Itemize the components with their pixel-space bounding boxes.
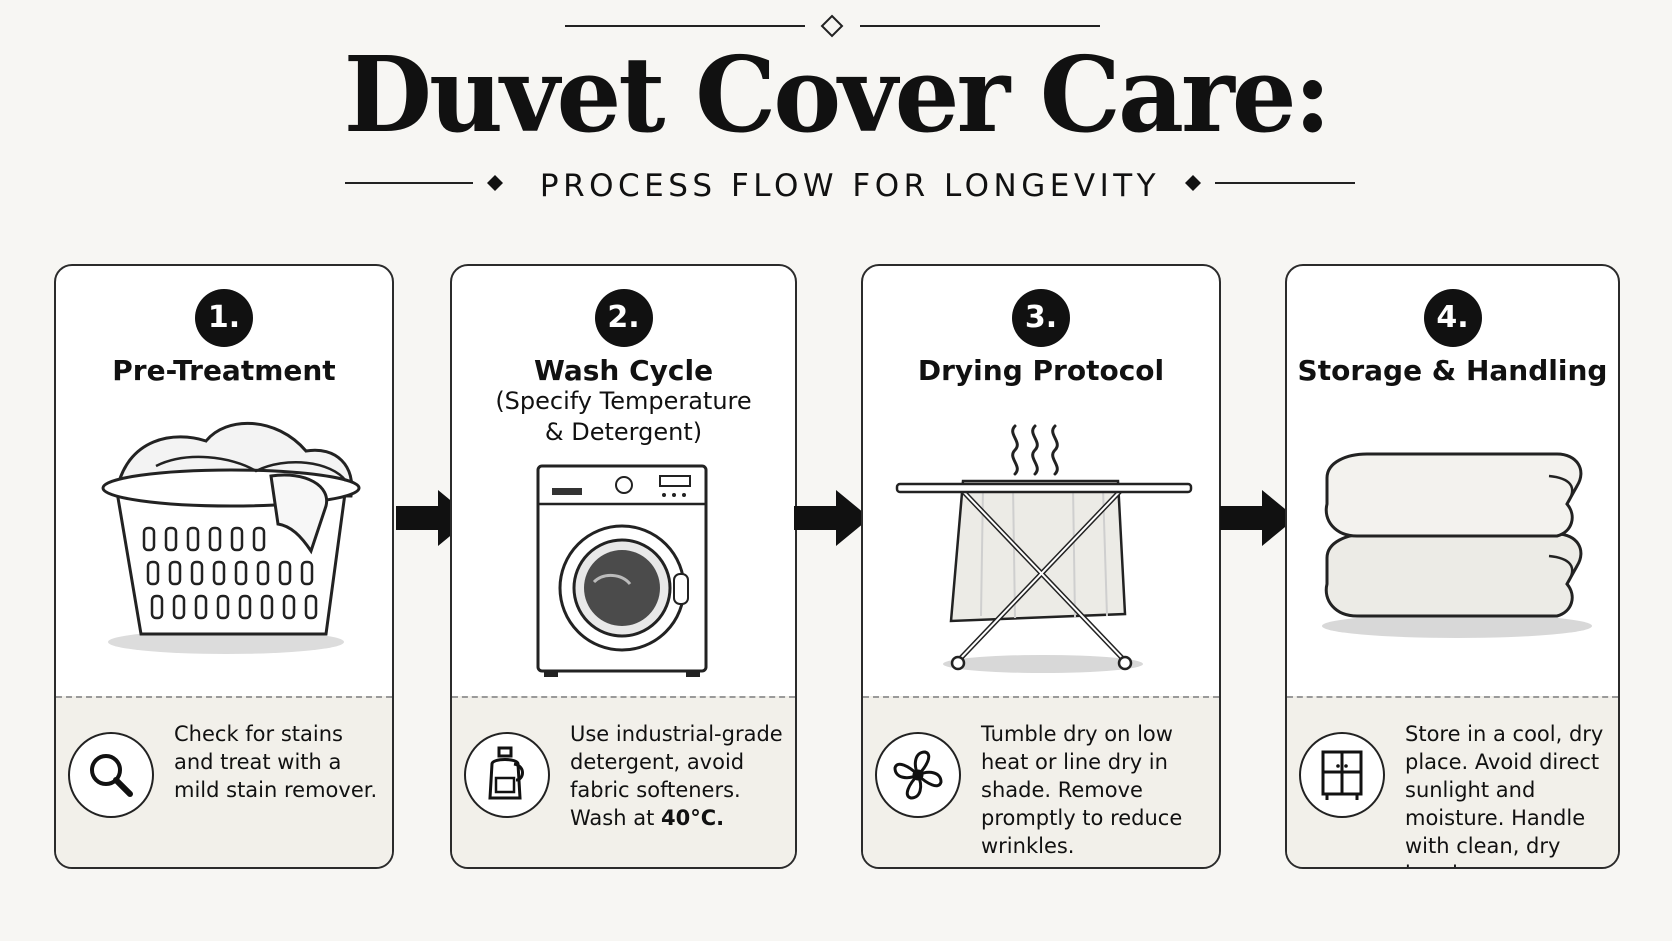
page-subtitle: PROCESS FLOW FOR LONGEVITY (539, 168, 1161, 204)
step-description: Store in a cool, dry place. Avoid direct… (1405, 722, 1604, 867)
step-footer: Use industrial-grade detergent, avoid fa… (452, 696, 795, 867)
step-card-wash-cycle: 2. Wash Cycle (Specify Temperature & Det… (450, 264, 797, 869)
step-subtitle: (Specify Temperature & Detergent) (495, 387, 752, 446)
page-title: Duvet Cover Care: (343, 33, 1332, 156)
step-number-badge: 4. (1423, 289, 1482, 347)
step-description: Tumble dry on low heat or line dry in sh… (981, 722, 1183, 858)
step-title: Pre-Treatment (112, 354, 336, 387)
wash-temperature: 40°C. (661, 806, 725, 830)
drying-rack-illustration (895, 424, 1193, 673)
step-footer: Store in a cool, dry place. Avoid direct… (1287, 696, 1618, 867)
wardrobe-icon (1299, 732, 1385, 818)
step-number-badge: 1. (195, 289, 253, 347)
step-card-pre-treatment: 1. Pre-Treatment Check for stains and tr… (54, 264, 394, 869)
step-description: Check for stains and treat with a mild s… (174, 722, 378, 802)
step-number-badge: 2. (594, 289, 653, 347)
step-title: Storage & Handling (1297, 354, 1608, 387)
step-card-storage-handling: 4. Storage & Handling Store in a cool, d… (1285, 264, 1620, 869)
step-description-text: Use industrial-grade detergent, avoid fa… (570, 722, 783, 830)
subtitle-ornament (345, 175, 1355, 191)
folded-duvets-illustration (1322, 452, 1592, 638)
detergent-bottle-icon (464, 732, 550, 818)
step-card-drying-protocol: 3. Drying Protocol Tumble dry on low hea… (861, 264, 1221, 869)
subtitle-row: PROCESS FLOW FOR LONGEVITY (345, 162, 1355, 208)
fan-icon (875, 732, 961, 818)
step-description: Use industrial-grade detergent, avoid fa… (570, 720, 783, 832)
top-ornament (565, 14, 1100, 38)
laundry-basket-illustration (101, 421, 361, 654)
step-footer: Tumble dry on low heat or line dry in sh… (863, 696, 1219, 867)
magnifier-icon (68, 732, 154, 818)
flow-arrow-icon (794, 490, 870, 546)
step-number-badge: 3. (1012, 289, 1070, 347)
flow-arrow-icon (1220, 490, 1296, 546)
step-footer: Check for stains and treat with a mild s… (56, 696, 392, 867)
step-title: Wash Cycle (533, 354, 714, 387)
washing-machine-illustration (536, 464, 708, 677)
step-title: Drying Protocol (917, 354, 1165, 387)
